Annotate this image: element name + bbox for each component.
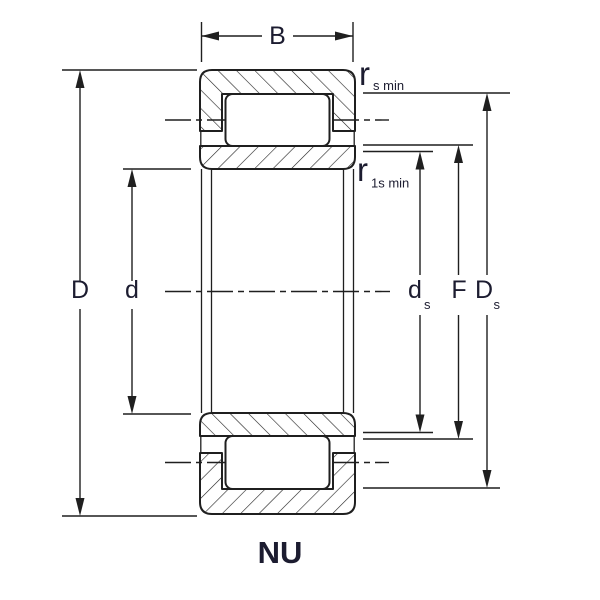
dim-label-ds-subscript: s: [424, 297, 431, 312]
outer-ring-top-section: [199, 69, 356, 132]
dimension-B: B: [200, 22, 354, 62]
dimension-D: D: [62, 69, 197, 517]
arrowhead-down: [454, 421, 463, 439]
bore-edges: [200, 169, 355, 413]
label-r1s-min: r 1s min: [357, 151, 409, 191]
dimension-Ds: D s: [363, 92, 510, 489]
dim-label-B: B: [269, 22, 286, 50]
label-rs-min: r s min: [359, 55, 404, 93]
roller-bottom: [224, 435, 331, 490]
arrowhead-up: [127, 169, 137, 187]
rs-min-subscript: s min: [373, 78, 404, 93]
inner-ring-top-section: [199, 145, 356, 170]
dim-label-D: D: [71, 276, 89, 304]
dim-label-d: d: [125, 276, 139, 304]
arrowhead-up: [75, 70, 85, 88]
arrowhead-down: [127, 396, 137, 414]
rs-min-main: r: [359, 55, 370, 92]
dimension-ds: d s: [363, 150, 433, 434]
r1s-min-subscript: 1s min: [371, 176, 409, 191]
dimension-F: F: [363, 144, 473, 440]
bearing-type-label: NU: [258, 535, 303, 570]
arrowhead-up: [415, 151, 425, 170]
arrowhead-right: [335, 31, 353, 41]
dim-label-ds: d: [408, 276, 422, 304]
arrowhead-down: [482, 470, 492, 488]
dim-label-F: F: [451, 276, 466, 304]
outer-ring-bottom-section: [199, 452, 356, 515]
arrowhead-up: [482, 93, 492, 111]
roller-top: [224, 93, 331, 147]
r1s-min-main: r: [357, 151, 368, 188]
dim-label-Ds-subscript: s: [494, 297, 501, 312]
arrowhead-up: [454, 145, 463, 163]
arrowhead-left: [201, 31, 219, 41]
arrowhead-down: [75, 498, 85, 516]
arrowhead-down: [415, 414, 425, 433]
dimension-d: d: [123, 168, 191, 415]
inner-ring-bottom-section: [199, 412, 356, 437]
bearing-section: [199, 69, 356, 515]
dim-label-Ds: D: [475, 276, 493, 304]
